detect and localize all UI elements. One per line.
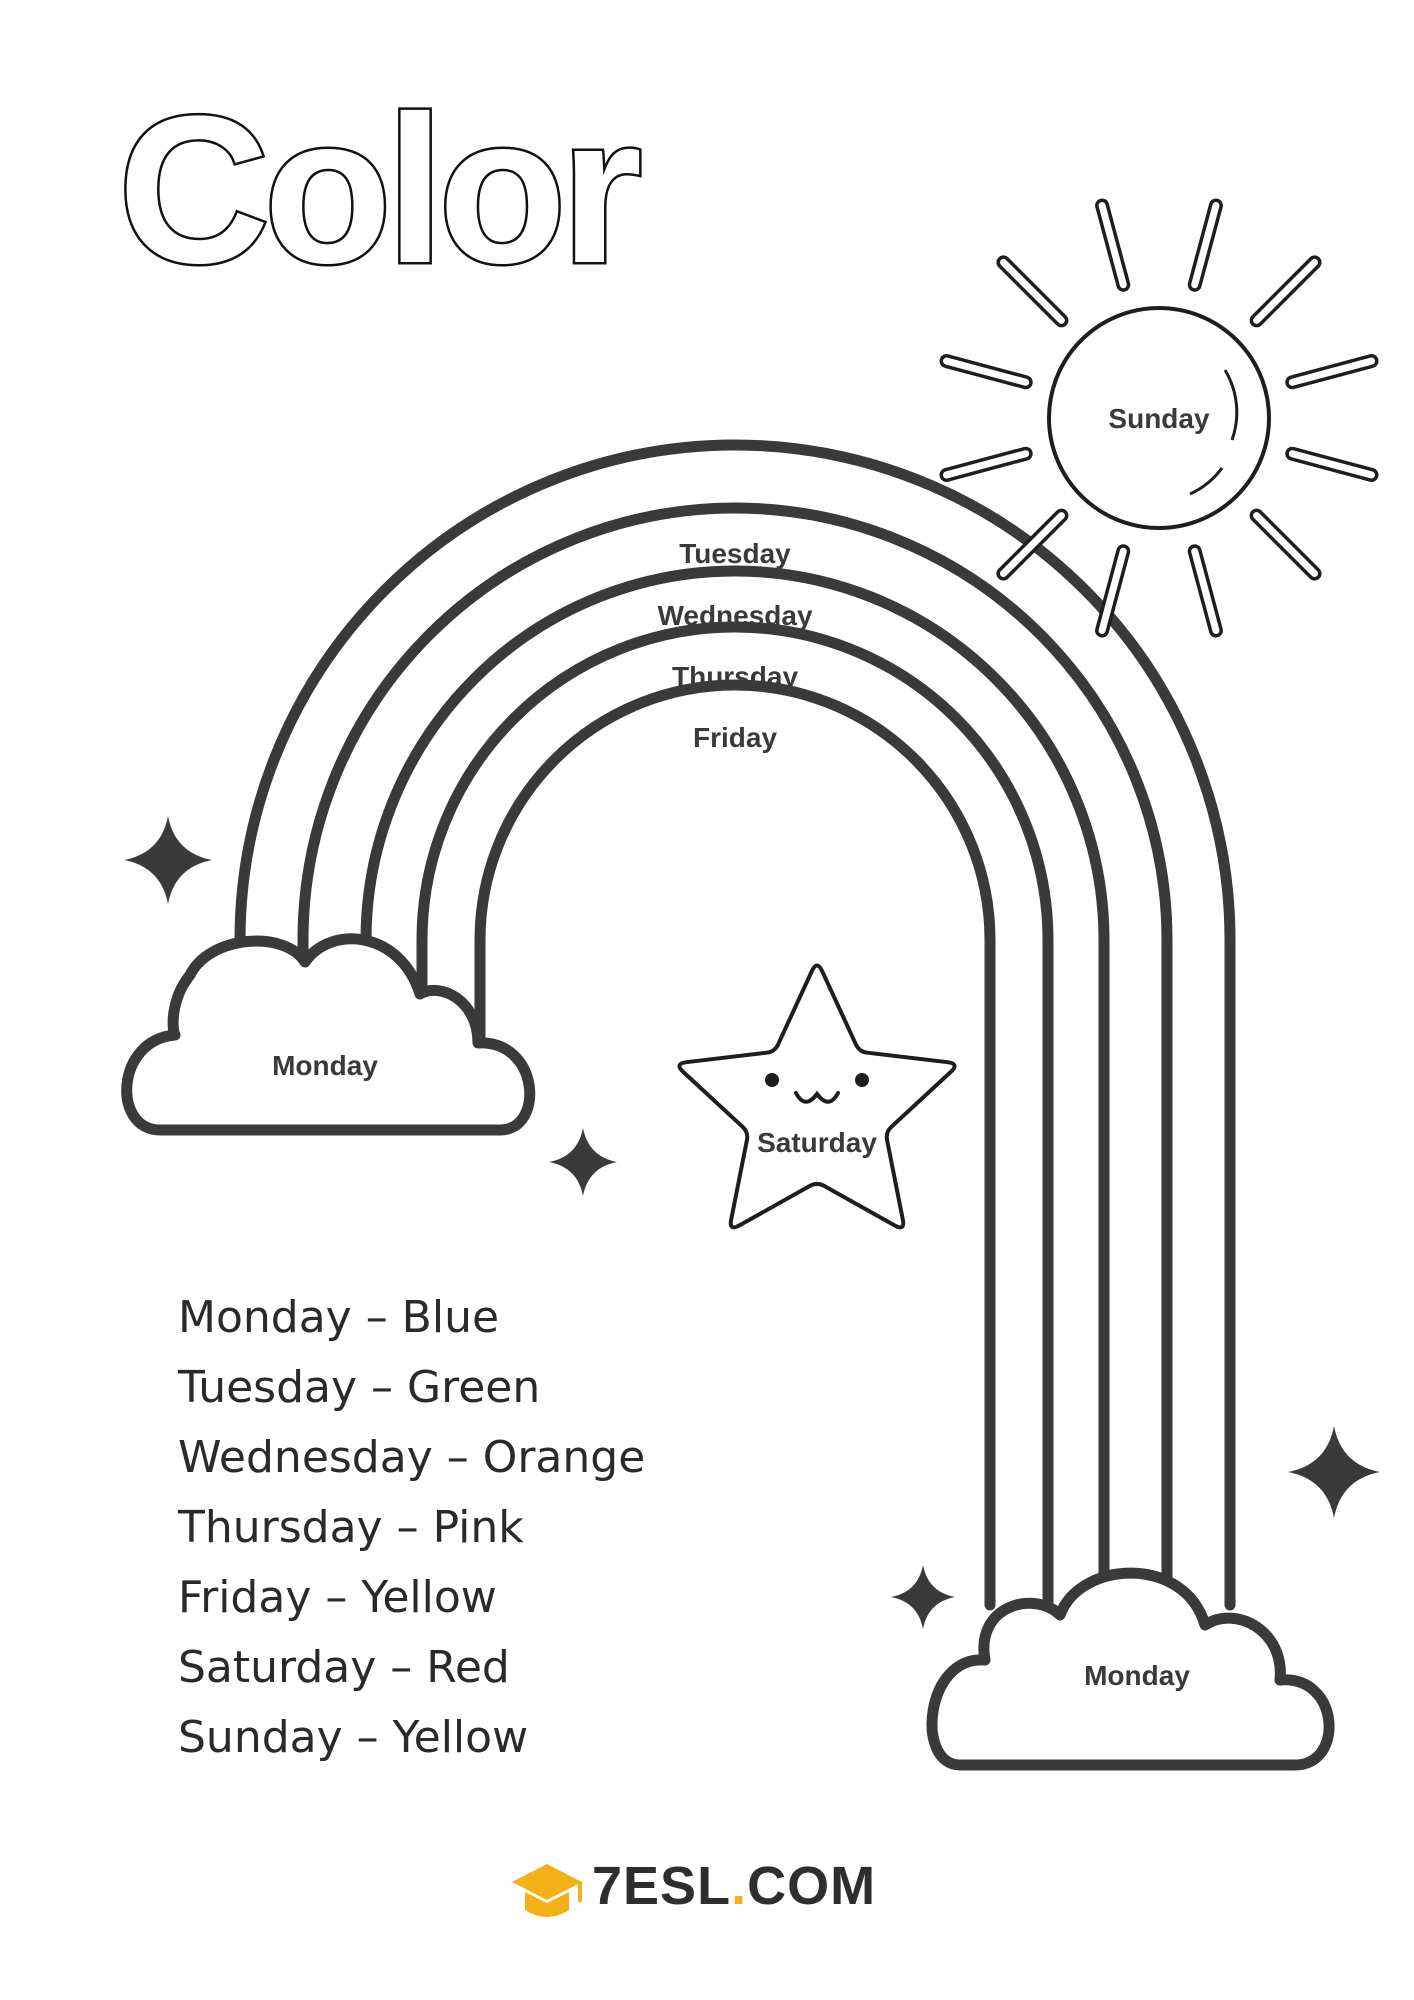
sun-ray-fill [1191, 547, 1220, 635]
sun-ray-fill [999, 512, 1065, 578]
sun-ray-fill [999, 258, 1065, 324]
star-mouth [794, 1090, 840, 1104]
sun-ray-fill [1098, 547, 1127, 635]
rainbow-labels: Tuesday Wednesday Thursday Friday [657, 538, 813, 753]
sun-rays [939, 198, 1379, 638]
color-key: Monday – Blue Tuesday – Green Wednesday … [177, 1292, 645, 1763]
star-eye-left [765, 1073, 779, 1087]
sun-ray-fill [1253, 512, 1319, 578]
color-key-item: Monday – Blue [178, 1292, 499, 1343]
sparkle-icon [891, 1565, 955, 1629]
color-key-item: Wednesday – Orange [178, 1432, 645, 1483]
sun-label: Sunday [1108, 403, 1210, 434]
cloud-left: Monday [121, 933, 536, 1136]
sun-ray-fill [942, 450, 1030, 479]
logo-text: 7ESL.COM [592, 1856, 876, 1916]
logo-text-tld: COM [747, 1856, 876, 1916]
color-key-item: Friday – Yellow [178, 1572, 497, 1623]
color-key-item: Sunday – Yellow [178, 1712, 528, 1763]
band-label-friday: Friday [693, 722, 777, 753]
sparkle-icon [1288, 1426, 1380, 1518]
rainbow-arc-1 [234, 439, 1236, 1611]
rainbow-arc-3 [360, 565, 1110, 1611]
sun-ray-fill [1253, 258, 1319, 324]
cloud-right-label: Monday [1084, 1660, 1190, 1691]
logo-text-main: 7ESL [592, 1856, 731, 1916]
sun: Sunday [939, 198, 1379, 638]
logo-7esl: 7ESL.COM [512, 1856, 876, 1917]
graduation-cap-icon [512, 1864, 582, 1917]
page-title: Color [118, 72, 640, 307]
sparkle-icon [124, 816, 212, 904]
band-label-thursday: Thursday [672, 661, 798, 692]
rainbow-arc-5 [474, 679, 996, 1611]
star-label: Saturday [757, 1127, 877, 1158]
color-key-item: Tuesday – Green [177, 1362, 540, 1413]
color-key-item: Thursday – Pink [177, 1502, 524, 1553]
rainbow [234, 439, 1236, 1611]
sparkles [124, 816, 1380, 1629]
band-label-wednesday: Wednesday [657, 600, 813, 631]
star-eye-right [855, 1073, 869, 1087]
cloud-right: Monday [926, 1567, 1335, 1771]
band-label-tuesday: Tuesday [679, 538, 791, 569]
rainbow-arc-4 [416, 621, 1054, 1611]
sun-ray-fill [1098, 201, 1127, 289]
color-key-item: Saturday – Red [178, 1642, 510, 1693]
cloud-left-label: Monday [272, 1050, 378, 1081]
sparkle-icon [549, 1128, 617, 1196]
star-character: Saturday [677, 963, 957, 1230]
sun-ray-fill [1191, 201, 1220, 289]
logo-dot: . [731, 1856, 747, 1916]
sun-ray-fill [942, 357, 1030, 386]
sun-ray-fill [1288, 357, 1376, 386]
sun-ray-fill [1288, 450, 1376, 479]
sun-disc [1047, 306, 1271, 530]
rainbow-arc-2 [297, 502, 1173, 1611]
